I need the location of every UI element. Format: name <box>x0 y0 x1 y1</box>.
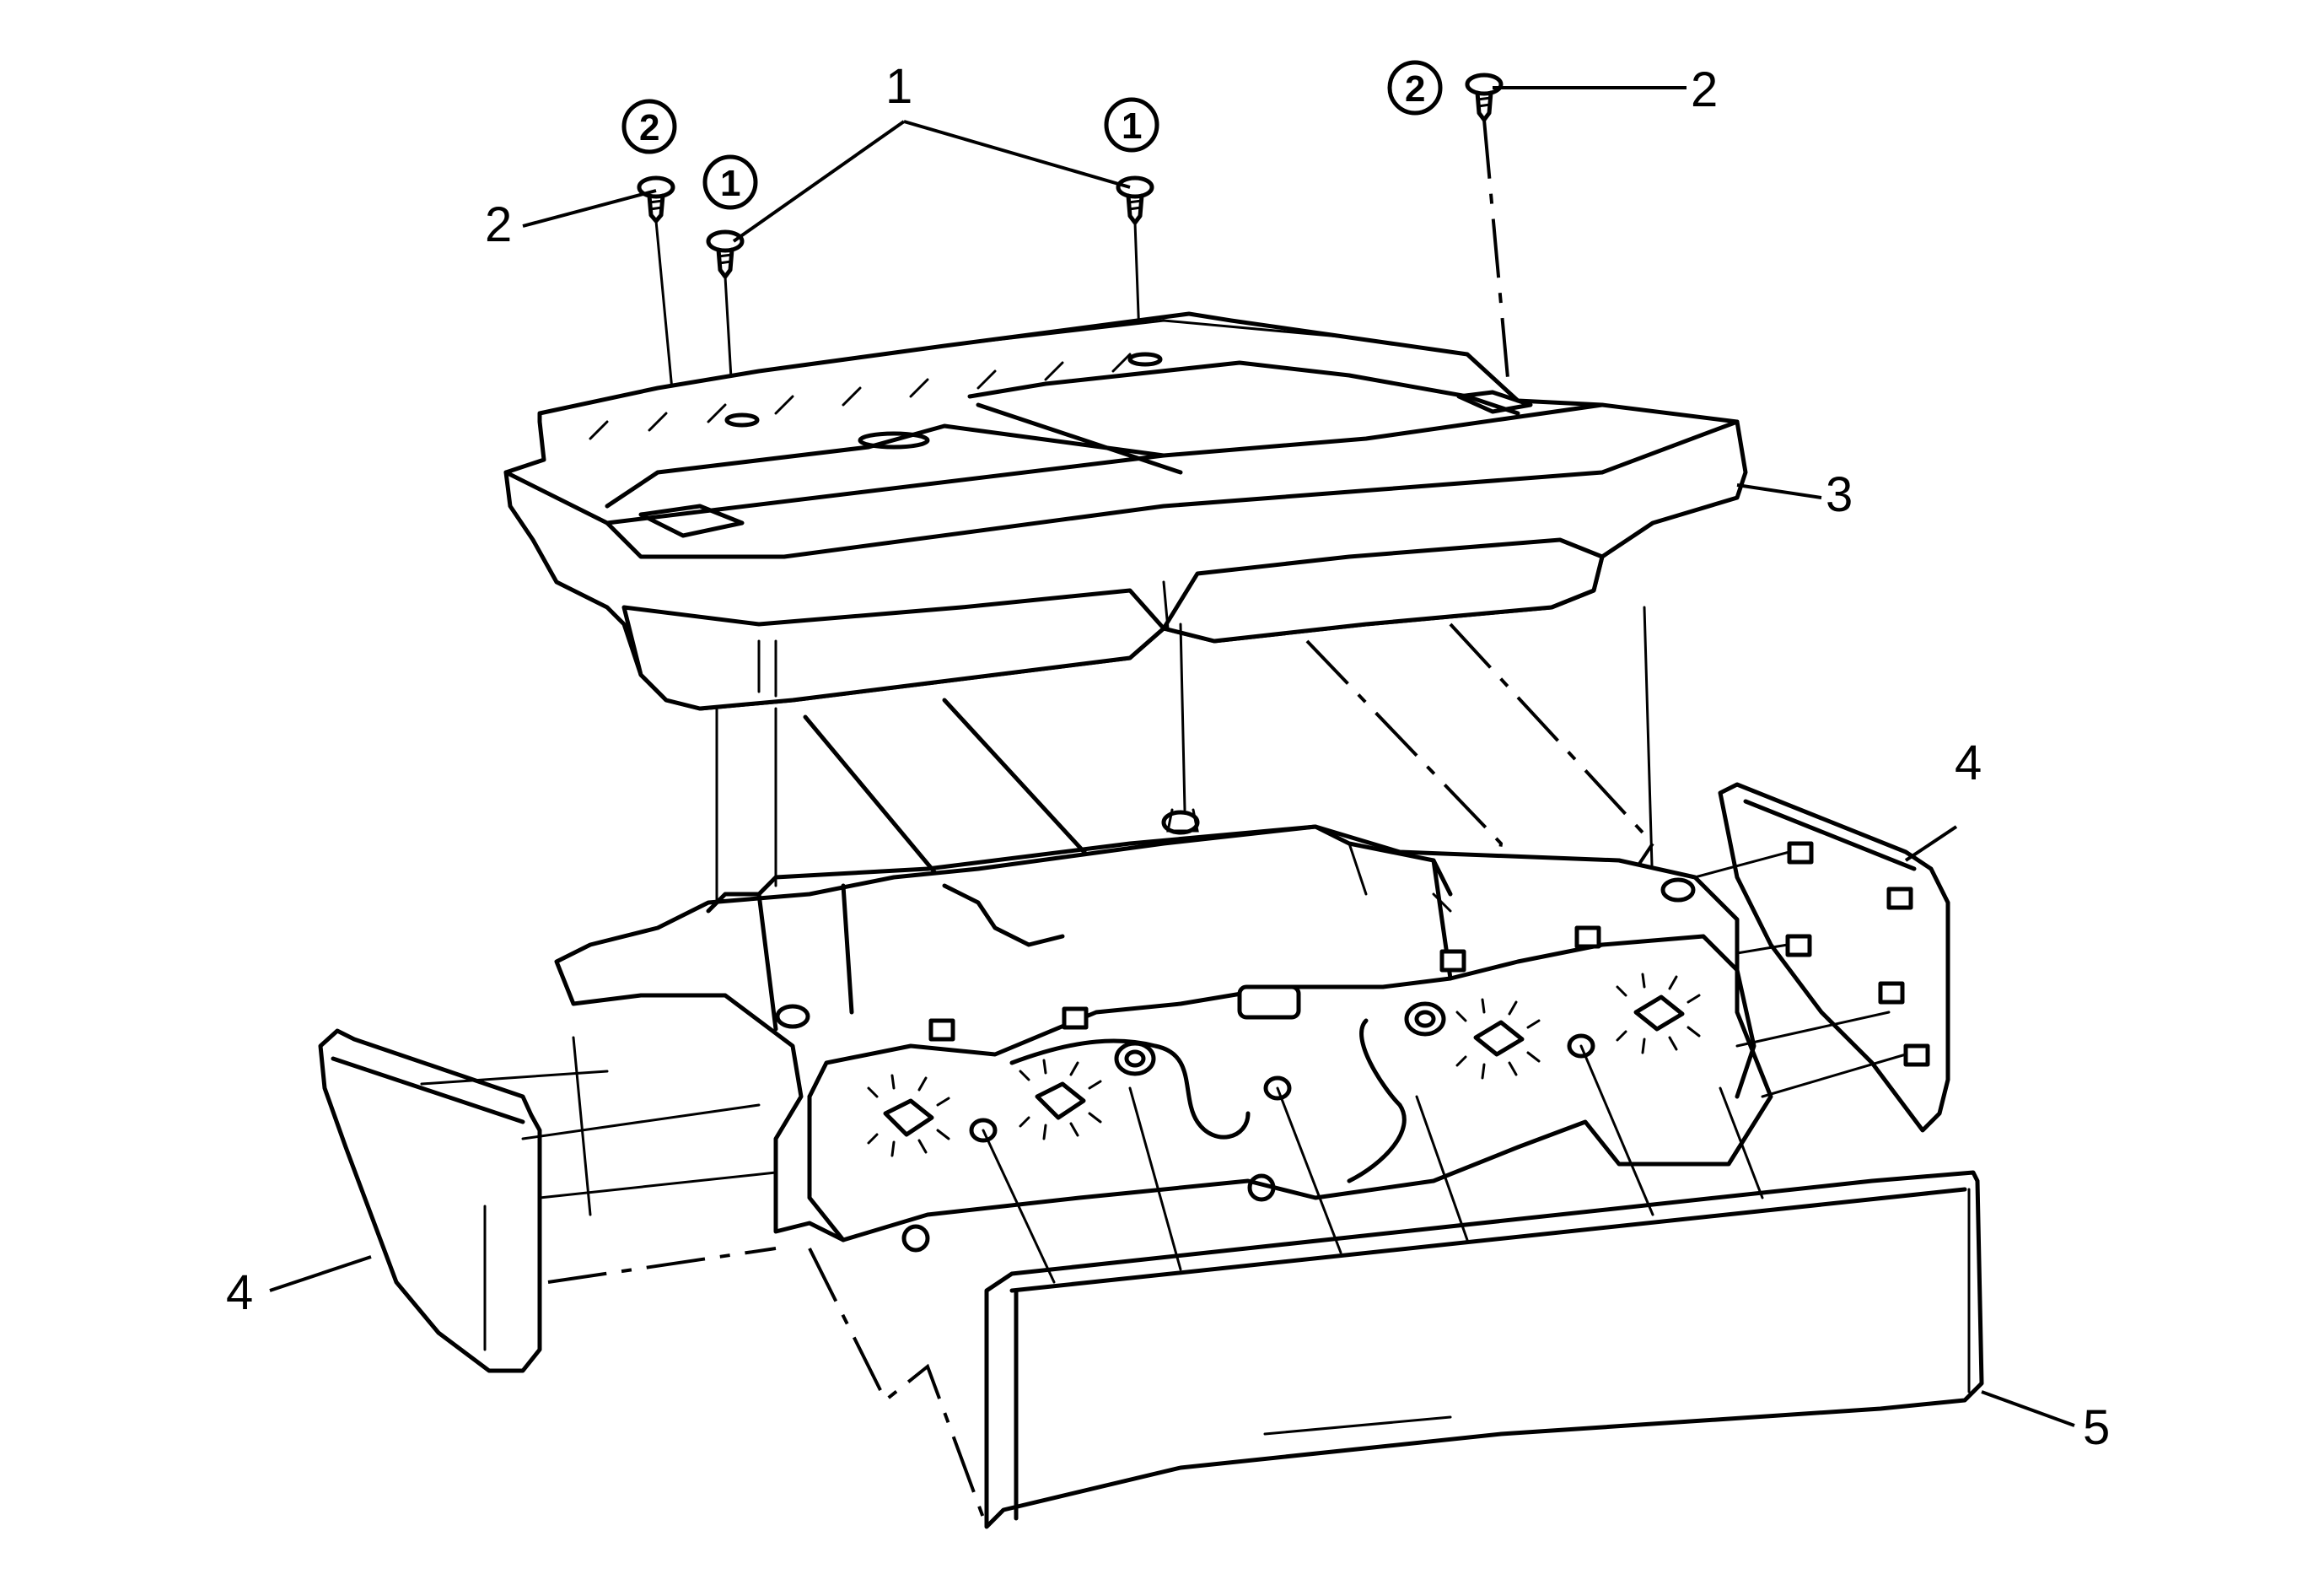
screw-top-right <box>1465 73 1504 122</box>
callout-4-left: 4 <box>226 1265 253 1320</box>
svg-text:1: 1 <box>1122 105 1142 147</box>
callout-5: 5 <box>2083 1400 2110 1455</box>
circled-callout-1-left: 1 <box>702 154 758 210</box>
main-housing <box>554 808 1773 1253</box>
circled-callout-1-right: 1 <box>1104 97 1159 153</box>
callout-2-right: 2 <box>1691 62 1718 117</box>
callout-4-right: 4 <box>1955 736 1982 790</box>
svg-text:1: 1 <box>720 163 740 204</box>
left-end-cap <box>318 1028 542 1373</box>
circled-callout-2-left: 2 <box>621 99 677 154</box>
screw-top-left <box>637 175 675 224</box>
callout-1: 1 <box>885 59 912 114</box>
callout-3: 3 <box>1826 467 1853 522</box>
gauge-cluster-left <box>867 1041 1156 1157</box>
gauge-cluster-right <box>1263 973 1701 1101</box>
right-connectors <box>1785 841 1930 1067</box>
svg-text:2: 2 <box>1405 68 1425 110</box>
top-cover <box>503 311 1748 711</box>
svg-text:2: 2 <box>639 107 659 148</box>
right-end-cap <box>1718 782 1950 1133</box>
circled-callout-2-right: 2 <box>1387 60 1443 116</box>
front-trim-panel <box>984 1170 1984 1529</box>
callout-2-left: 2 <box>485 197 512 252</box>
